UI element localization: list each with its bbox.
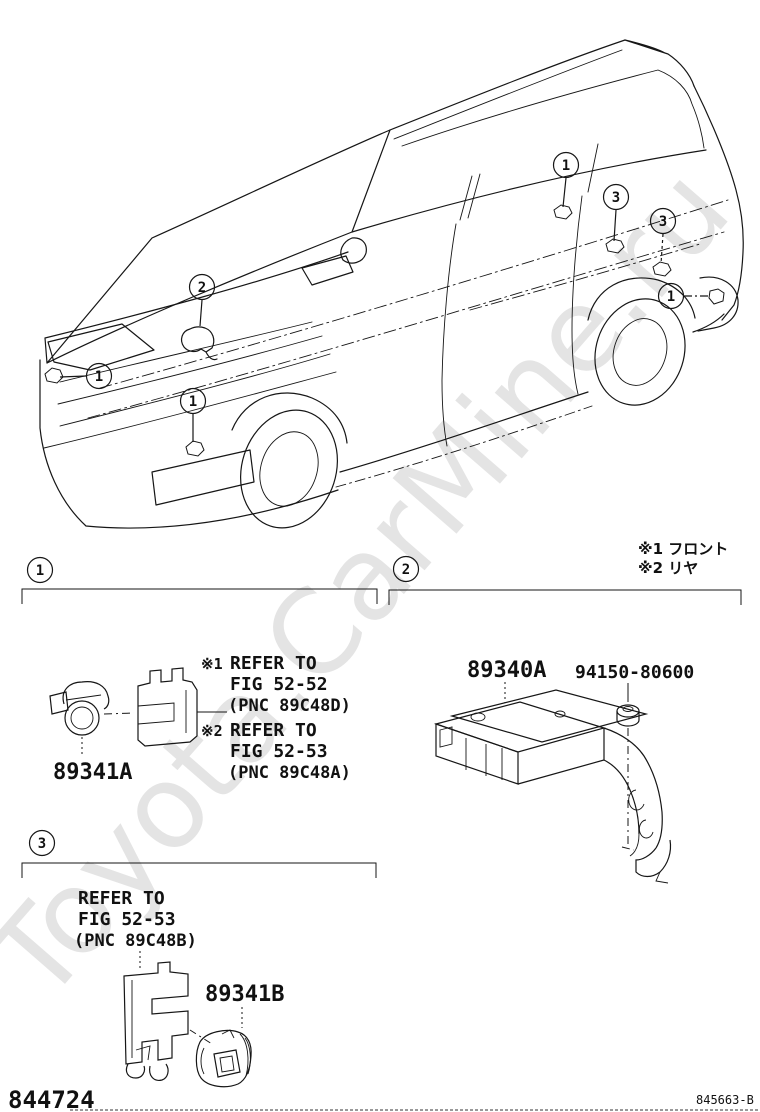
section-3-header-circle xyxy=(28,829,56,857)
svg-text:3: 3 xyxy=(659,214,667,230)
door-mirror xyxy=(340,237,367,264)
svg-text:1: 1 xyxy=(95,369,103,385)
callout-rear-bumper: 1 xyxy=(657,282,725,310)
part-number-89341B: 89341B xyxy=(205,982,284,1007)
svg-text:2: 2 xyxy=(198,280,206,296)
grille-slat-3 xyxy=(59,353,331,427)
legend-note-rear: ※2 リヤ xyxy=(638,559,698,577)
grille-slat-2 xyxy=(57,335,323,405)
rocker-line xyxy=(335,405,593,488)
license-plate xyxy=(151,449,255,506)
ref-2-line3: (PNC 89C48A) xyxy=(228,763,351,783)
sill-line xyxy=(339,313,725,473)
body-crease-2 xyxy=(87,231,725,419)
rear-quarter-outline xyxy=(693,85,744,321)
svg-text:1: 1 xyxy=(562,158,570,174)
svg-text:1: 1 xyxy=(667,289,675,305)
section-3: 3 REFER TO FIG 52-53 (PNC 89C48B) 89341B xyxy=(21,829,377,1088)
part-retainer-front xyxy=(137,667,198,747)
ref-1-line3: (PNC 89C48D) xyxy=(228,696,351,716)
section-3-references: REFER TO FIG 52-53 (PNC 89C48B) xyxy=(74,888,197,951)
ref-2-prefix: ※2 xyxy=(201,722,223,740)
cowl-sensor-part xyxy=(180,326,218,361)
windshield-outline xyxy=(46,129,391,364)
bumper-crease xyxy=(43,371,337,449)
sliding-door-seam xyxy=(571,195,583,395)
ref-1-line2: FIG 52-52 xyxy=(230,674,328,695)
section-2-bracket xyxy=(388,589,742,605)
part-number-89341A: 89341A xyxy=(53,760,132,785)
roof-line-inner xyxy=(393,49,623,140)
headlight-right xyxy=(301,255,354,286)
callout-quarter-2: 3 xyxy=(649,207,677,277)
section-2-header-circle xyxy=(392,555,420,583)
nut-dashline xyxy=(621,728,635,851)
body-crease-1 xyxy=(99,199,729,389)
part-number-94150-80600: 94150-80600 xyxy=(575,662,694,683)
beltline xyxy=(351,149,707,233)
ref-3-line3: (PNC 89C48B) xyxy=(74,931,197,951)
rear-wheel xyxy=(587,277,696,406)
ref-3-line1: REFER TO xyxy=(78,888,165,909)
section-1-header-label: 1 xyxy=(36,563,44,579)
section-3-header-label: 3 xyxy=(38,836,46,852)
callout-rear-door: 1 xyxy=(552,151,580,220)
callout-cowl: 2 xyxy=(188,273,216,327)
part-sensor-89341B xyxy=(195,1029,252,1088)
vehicle-illustration xyxy=(39,39,744,529)
callout-front-lower: 1 xyxy=(179,387,207,457)
grille-slat-1 xyxy=(59,321,313,383)
rear-bumper xyxy=(697,276,739,332)
section-1-bracket xyxy=(21,588,378,604)
front-wheel xyxy=(231,392,348,529)
legend-note-front: ※1 フロント xyxy=(638,540,728,558)
door-rail-line xyxy=(469,243,701,311)
part-number-89340A: 89340A xyxy=(467,658,546,683)
svg-text:1: 1 xyxy=(189,394,197,410)
section-1-references: ※1 REFER TO FIG 52-52 (PNC 89C48D) ※2 RE… xyxy=(201,653,351,783)
headlight-left xyxy=(47,323,155,371)
ref-2-line2: FIG 52-53 xyxy=(230,741,328,762)
roof-line xyxy=(389,39,626,131)
part-nut-94150-80600 xyxy=(616,704,640,727)
b-pillar xyxy=(459,173,481,221)
sensor-retainer-dashline xyxy=(103,712,135,715)
svg-text:3: 3 xyxy=(612,190,620,206)
callout-front-left: 1 xyxy=(44,362,113,390)
ref-3-line2: FIG 52-53 xyxy=(78,909,176,930)
section-2-header-label: 2 xyxy=(402,562,410,578)
part-sensor-89341A xyxy=(49,681,110,736)
ref-2-line1: REFER TO xyxy=(230,720,317,741)
section-1-header-circle xyxy=(26,556,54,584)
callout-quarter-1: 3 xyxy=(602,183,630,254)
section-3-bracket xyxy=(21,862,377,878)
section-2: 2 89340A 94150-80600 xyxy=(388,555,742,884)
section-1: 1 89341A ※1 REFER TO FIG 52-52 (PNC 89C4… xyxy=(21,556,378,785)
vehicle-callouts: 1 1 2 1 3 xyxy=(44,151,725,457)
front-face-outline xyxy=(39,359,339,529)
part-retainer-rear xyxy=(123,961,189,1081)
ref-1-prefix: ※1 xyxy=(201,655,223,673)
rear-spoiler xyxy=(624,39,695,87)
front-door-seam xyxy=(441,223,457,447)
sheet-code: 845663-B xyxy=(696,1093,754,1107)
part-ecu-89340A xyxy=(433,689,672,884)
legend-notes: ※1 フロント ※2 リヤ xyxy=(638,540,728,577)
window-top-line xyxy=(401,69,705,149)
c-pillar xyxy=(587,143,599,193)
retainer-sensor-dashline xyxy=(189,1029,213,1045)
drawing-number: 844724 xyxy=(8,1086,95,1112)
hood-line xyxy=(44,251,349,364)
ref-1-line1: REFER TO xyxy=(230,653,317,674)
